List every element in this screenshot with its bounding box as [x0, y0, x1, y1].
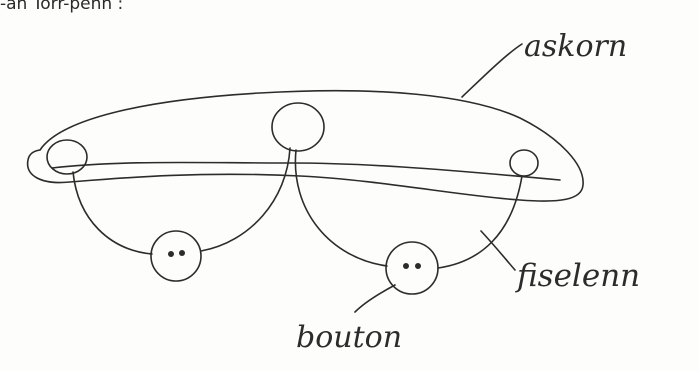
label-bouton: bouton [296, 320, 402, 355]
leader-fiselenn [481, 231, 515, 270]
toggle-hole-center [272, 103, 324, 151]
leader-askorn [462, 44, 522, 97]
toggle-hole-left [47, 140, 87, 174]
toggle-bar-outline [28, 91, 583, 201]
string-right-outer [438, 176, 522, 268]
button-right-hole-2 [415, 263, 421, 269]
button-left-hole-1 [168, 251, 174, 257]
button-right-hole-1 [403, 263, 409, 269]
button-left [151, 231, 201, 281]
toggle-hole-right [510, 150, 538, 176]
label-fiselenn: fiselenn [515, 258, 640, 294]
leader-bouton [355, 285, 395, 312]
string-right-inner [295, 150, 387, 266]
label-askorn: askorn [524, 29, 627, 64]
string-left-outer [73, 172, 152, 254]
button-left-hole-2 [179, 250, 185, 256]
